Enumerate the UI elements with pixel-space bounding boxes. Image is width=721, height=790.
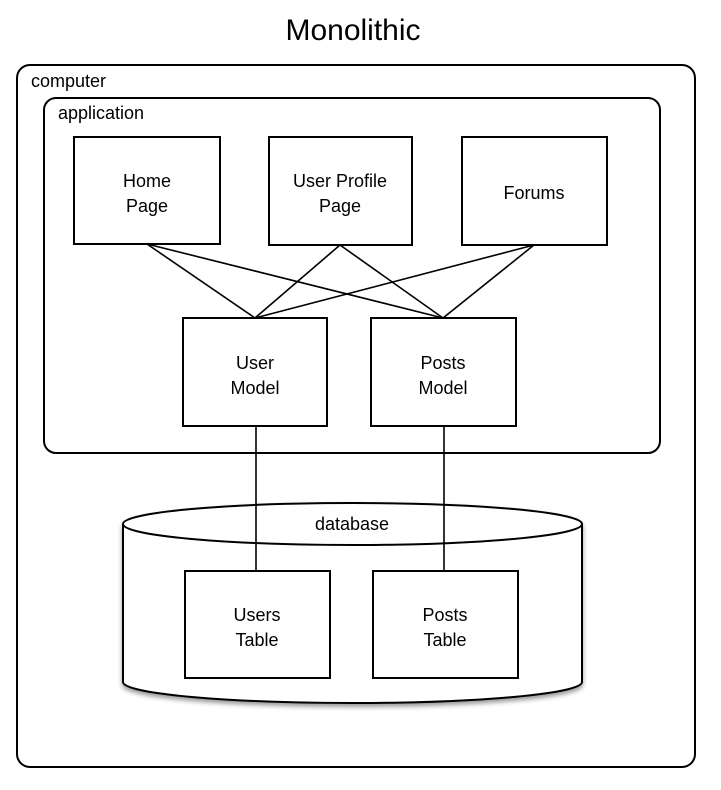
edge-forums-to-posts_model (442, 244, 535, 319)
node-user-profile-page: User Profile Page (268, 136, 413, 246)
user-model-box (182, 317, 328, 427)
node-forums: Forums (461, 136, 608, 246)
node-posts-model: Posts Model (370, 317, 517, 427)
database-cylinder-top (122, 502, 583, 546)
edge-user_profile_page-to-user_model (254, 244, 341, 319)
node-posts-table: Posts Table (372, 570, 519, 679)
home-page-label-line1: Home (123, 171, 171, 191)
user-model-label-line2: Model (230, 378, 279, 398)
node-user-model: User Model (182, 317, 328, 427)
users-table-box (184, 570, 331, 679)
database-label: database (315, 514, 389, 534)
user-profile-page-label-line2: Page (319, 196, 361, 216)
edge-home_page-to-posts_model (146, 243, 444, 319)
user-profile-page-box (268, 136, 413, 246)
user-model-label-line1: User (236, 353, 274, 373)
application-container-label: application (58, 103, 144, 123)
posts-table-box (372, 570, 519, 679)
forums-box (461, 136, 608, 246)
edge-home_page-to-user_model (146, 243, 256, 319)
node-users-table: Users Table (184, 570, 331, 679)
posts-model-box (370, 317, 517, 427)
users-table-label-line2: Table (235, 630, 278, 650)
user-profile-page-label-line1: User Profile (293, 171, 387, 191)
posts-table-label-line2: Table (423, 630, 466, 650)
home-page-label-line2: Page (126, 196, 168, 216)
computer-container-label: computer (31, 71, 106, 91)
posts-table-label-line1: Posts (422, 605, 467, 625)
diagram-title: Monolithic (285, 14, 420, 47)
forums-label: Forums (503, 183, 564, 203)
connection-lines (146, 243, 535, 571)
users-table-label-line1: Users (233, 605, 280, 625)
posts-model-label-line1: Posts (420, 353, 465, 373)
database-cylinder-body-outline (122, 524, 583, 704)
edge-forums-to-user_model (254, 244, 535, 319)
node-home-page: Home Page (73, 136, 221, 245)
posts-model-label-line2: Model (418, 378, 467, 398)
home-page-box (73, 136, 221, 245)
